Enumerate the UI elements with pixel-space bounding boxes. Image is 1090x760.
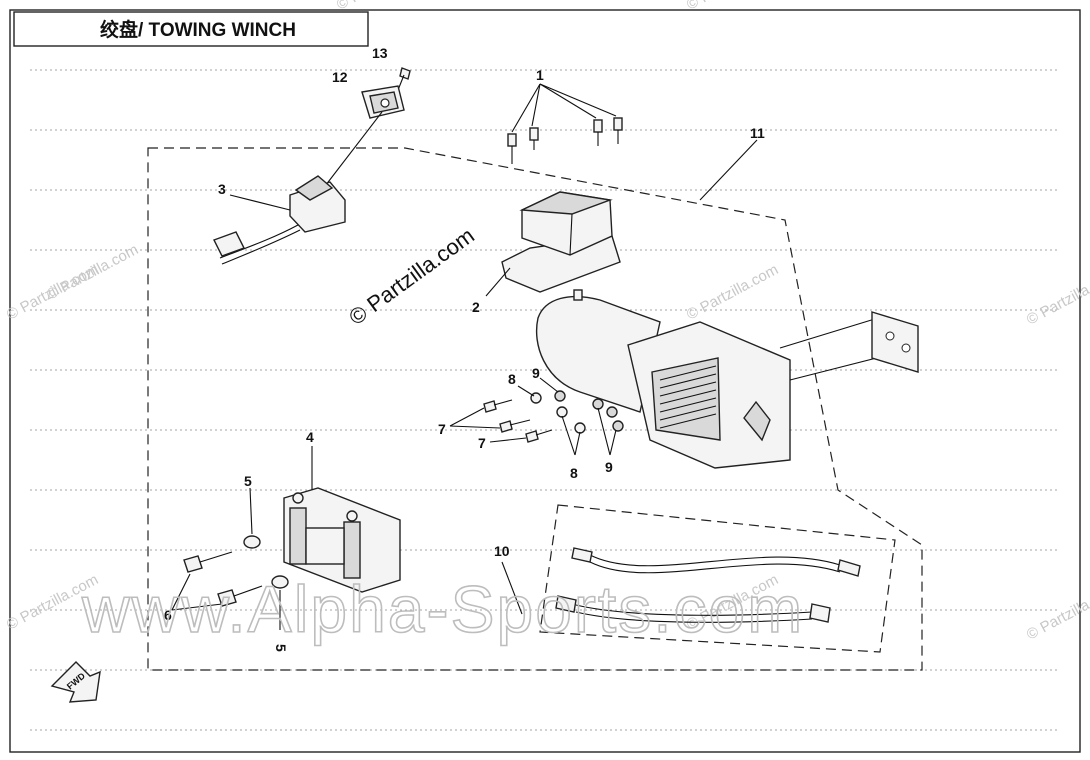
part-10-cables [555,547,861,623]
callout-13: 13 [372,45,388,61]
part-11-winch [535,289,791,469]
watermark-right: © Partzilla.com [684,261,781,323]
callout-2: 2 [472,299,480,315]
callout-5a: 5 [244,473,252,489]
callout-1: 1 [536,67,544,83]
watermark-left-2: © Partzilla.com [44,241,141,303]
part-6-bolts [183,551,263,607]
part-9-nuts [554,390,624,432]
part-2-control-box [501,191,621,293]
part-1-bolts [507,117,623,164]
callout-8b: 8 [570,465,578,481]
callout-7a: 7 [438,421,446,437]
callout-12: 12 [332,69,348,85]
part-4-roller-fairlead [283,487,401,593]
callout-6: 6 [164,607,172,623]
part-5-washers [243,535,289,589]
diagram-border [9,9,1081,753]
part-12-bracket [361,85,405,119]
callout-3: 3 [218,181,226,197]
callout-10: 10 [494,543,510,559]
part-13-screw [397,67,411,91]
title-box [13,11,369,47]
callout-numbers: 1 2 3 4 5 5 6 7 7 8 8 9 9 10 11 12 13 [164,45,765,652]
mounting-plate [871,311,919,373]
callout-11: 11 [750,125,765,141]
callout-7b: 7 [478,435,486,451]
callout-9a: 9 [532,365,540,381]
cable-kit-outline [539,504,896,653]
assembly-outline [147,147,923,671]
callout-4: 4 [306,429,314,445]
watermark-center: © Partzilla.com [344,223,479,330]
callout-5b: 5 [273,644,289,652]
callout-9b: 9 [605,459,613,475]
diagram-title: 绞盘/ TOWING WINCH [100,18,296,41]
part-7-bolts [483,399,553,443]
fwd-arrow-icon: FWD [50,661,101,703]
part-3-switch [213,175,346,265]
watermark-alpha-sports: www.Alpha-Sports.com [81,572,804,646]
watermark-top-right: © Partzilla.com [684,0,781,14]
callout-8a: 8 [508,371,516,387]
